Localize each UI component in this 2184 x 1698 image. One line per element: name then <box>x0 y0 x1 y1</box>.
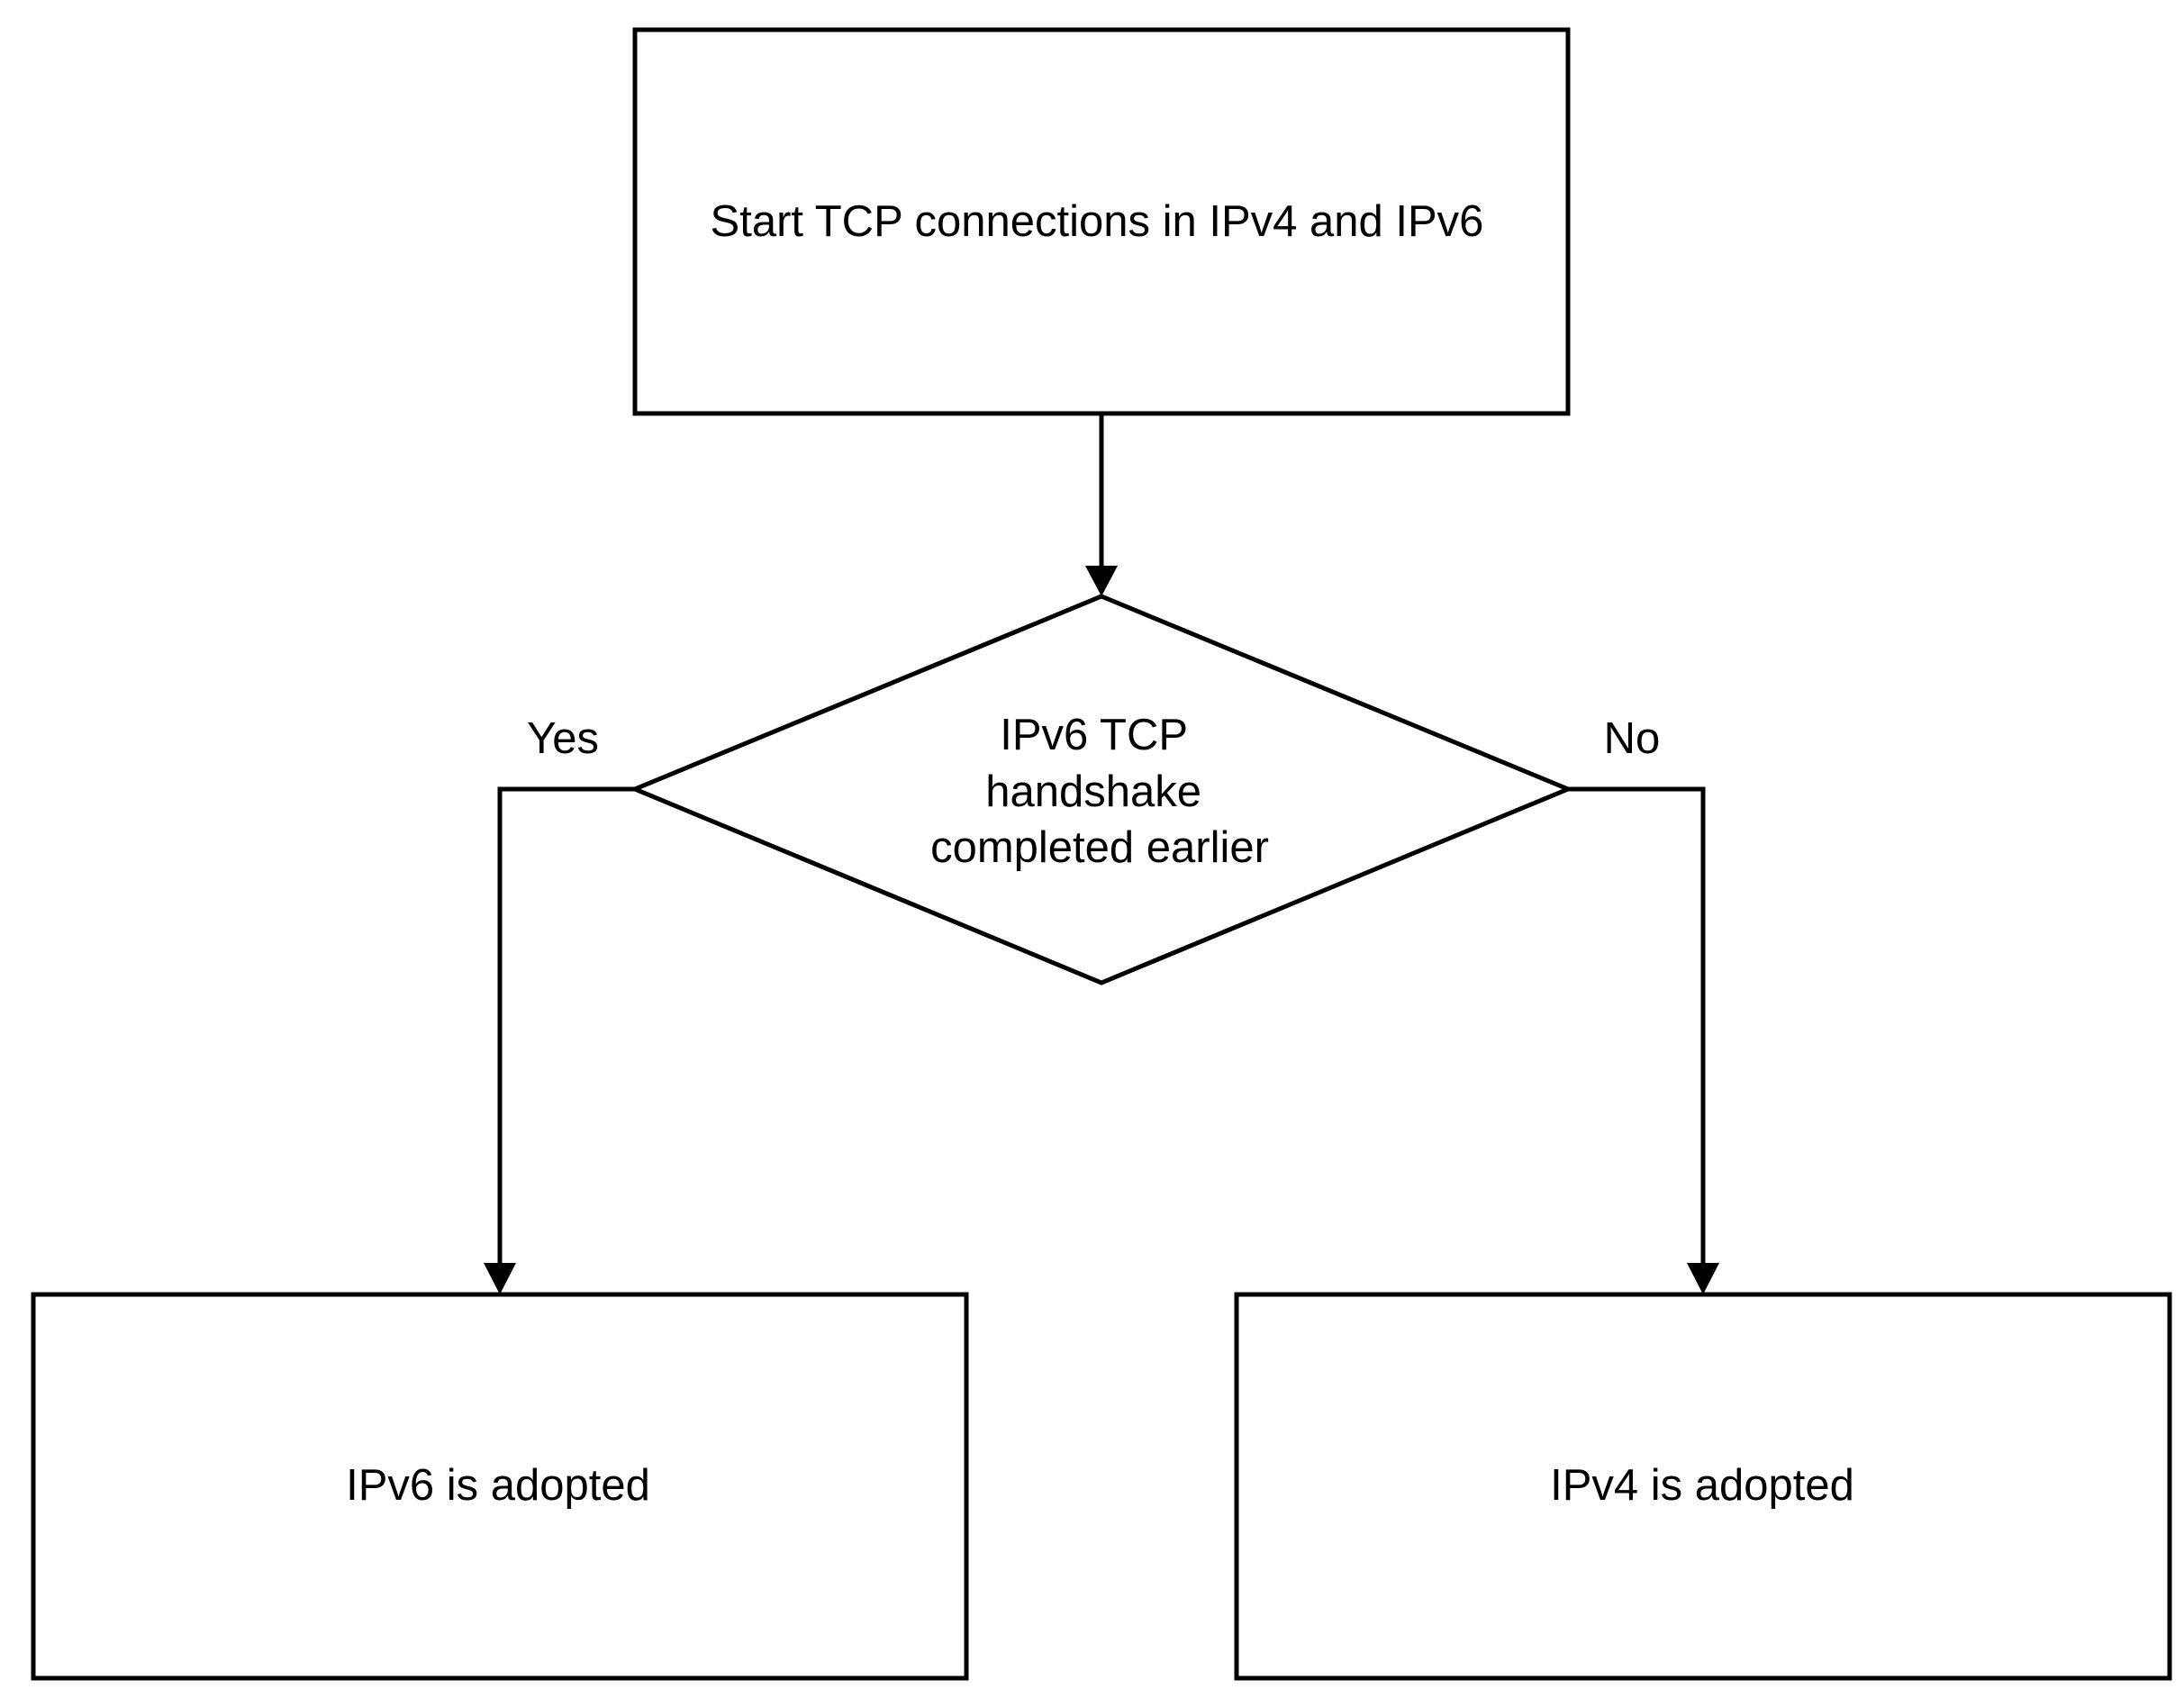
decision-label: IPv6 TCP handshake completed earlier <box>930 711 1269 872</box>
start-box <box>632 27 1571 416</box>
no-label: No <box>1604 714 1661 763</box>
decision-label-line-1: IPv6 TCP <box>1000 711 1187 759</box>
no-branch-line <box>1568 786 1706 1265</box>
edge-start-to-decision <box>1085 413 1118 596</box>
ipv4-label: IPv4 is adopted <box>1550 1461 1854 1510</box>
edge-no: No <box>1568 714 1719 1294</box>
decision-label-line-3: completed earlier <box>930 823 1269 872</box>
decision-label-line-2: handshake <box>985 767 1201 816</box>
decision-node: IPv6 TCP handshake completed earlier <box>629 594 1574 985</box>
ipv6-box <box>31 1292 969 1681</box>
edge-yes: Yes <box>484 714 635 1294</box>
start-node: Start TCP connections in IPv4 and IPv6 <box>632 27 1571 416</box>
ipv6-label: IPv6 is adopted <box>346 1461 650 1510</box>
yes-branch-arrowhead <box>484 1263 516 1294</box>
ipv6-node: IPv6 is adopted <box>31 1292 969 1681</box>
start-label: Start TCP connections in IPv4 and IPv6 <box>711 197 1484 246</box>
decision-diamond <box>629 594 1574 985</box>
ipv4-node: IPv4 is adopted <box>1234 1292 2172 1681</box>
yes-label: Yes <box>527 714 599 763</box>
ipv4-box <box>1234 1292 2172 1681</box>
yes-branch-line <box>497 786 635 1265</box>
no-branch-arrowhead <box>1687 1263 1719 1294</box>
start-to-decision-arrowhead <box>1085 566 1118 596</box>
